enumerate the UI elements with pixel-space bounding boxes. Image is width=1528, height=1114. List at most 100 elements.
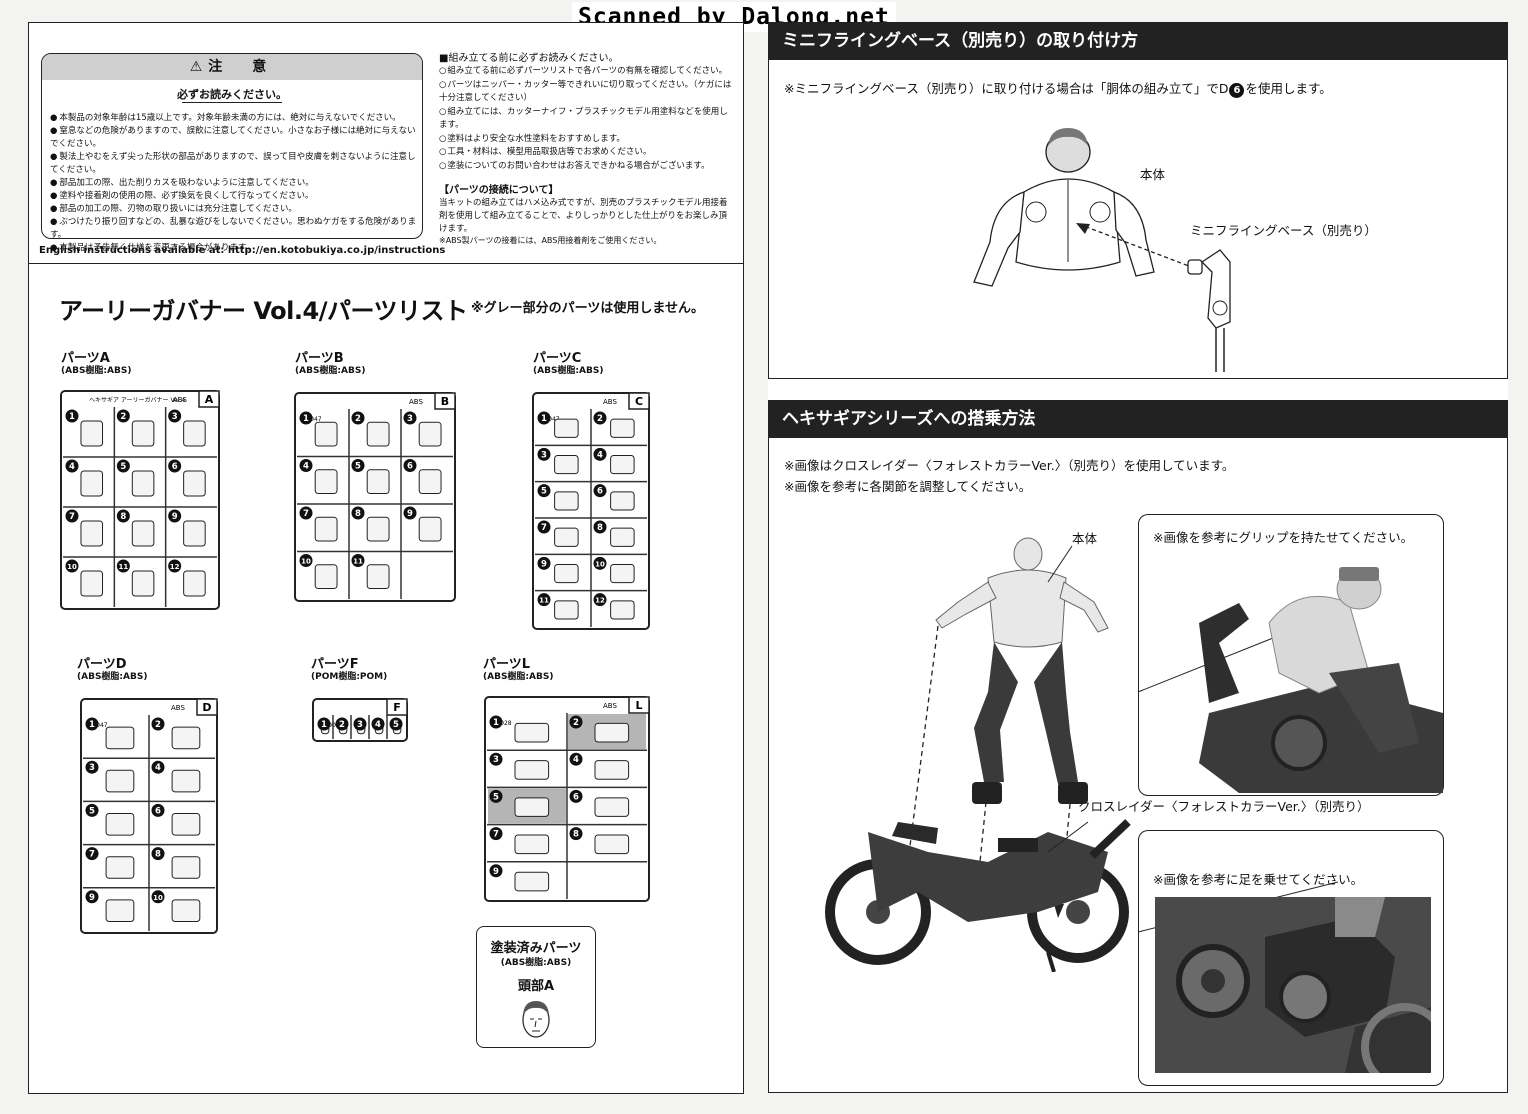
sprue-part [594,834,630,855]
sprue-part [171,856,201,879]
sprue-part [610,564,635,584]
grip-photo-box: ※画像を参考にグリップを持たせてください。 [1138,514,1444,796]
english-instructions-link[interactable]: English instructions available at: http:… [39,245,446,256]
part-number-badge [569,827,583,841]
part-number: 9 [407,509,413,519]
part-number-badge [151,803,165,817]
part-number-badge [151,717,165,731]
part-number-badge [489,715,503,729]
part-number: 4 [303,462,309,472]
sprue-part [554,527,579,547]
sprue-d: DABSHG04712345678910 [79,697,219,935]
part-number-badge [65,409,79,423]
sprue-part [183,420,206,447]
caution-item: 本製品の対象年齢は15歳以上です。対象年齢未満の方には、絶対に与えないでください… [50,112,418,125]
sprue-label-l: パーツL [483,657,531,672]
prep-item: パーツはニッパー・カッター等できれいに切り取ってください。（ケガには十分注意して… [439,79,735,106]
sprue-part [171,812,201,836]
part-number-badge [116,459,130,473]
part-number: 12 [595,597,605,605]
sprue-part [514,722,550,743]
sprue-b: BABSHG0471234567891011 [293,391,457,603]
part-number: 5 [493,792,499,802]
sprue-part [314,469,338,495]
sprue-frame-svg: BABSHG0471234567891011 [294,392,456,602]
prep-item: 組み立てには、カッターナイフ・プラスチックモデル用塗料などを使用します。 [439,106,735,133]
sprue-c: CABSHG047123456789101112 [531,391,651,631]
sprue-part [418,516,442,542]
sprue-letter-tab [628,696,650,714]
sprue-part [594,760,630,780]
part-number-badge [371,717,385,731]
part-number: 5 [120,462,126,472]
caution-sub-rule [182,102,282,103]
sprue-frame-svg: FHG00112345 [312,698,408,742]
part-number: 2 [597,414,603,424]
part-number-badge [85,803,99,817]
part-number: 5 [393,720,399,730]
part-number-badge [489,752,503,766]
part-number: 1 [541,414,547,424]
part-number: 3 [541,450,547,460]
sprue-letter-tab [434,392,456,410]
part-number: 7 [89,850,95,860]
parts-list-title: アーリーガバナー Vol.4/パーツリスト [59,297,468,325]
part-number: 9 [172,512,178,522]
sprue-material-l: (ABS樹脂:ABS) [483,672,554,682]
part-number: 5 [89,806,95,816]
sprue-frame [294,392,456,602]
sprue-material-code: ABS [603,702,617,710]
prep-item: 工具・材料は、模型用品取扱店等でお求めください。 [439,146,735,160]
part-number-badge [537,556,551,570]
part-number-badge [389,717,403,731]
part-number-badge [65,459,79,473]
sprue-material-c: (ABS樹脂:ABS) [533,366,604,376]
part-number-badge [299,554,313,567]
part-number-badge [351,411,365,425]
sprue-part [105,899,135,922]
sprue-material-a: (ABS樹脂:ABS) [61,366,132,376]
sprue-letter-tab [198,390,220,408]
part-number: 12 [170,563,180,571]
sprue-part [314,421,338,447]
sprue-part [105,726,135,750]
sprue-letter-tab [628,392,650,410]
part-number-badge [168,559,182,573]
part-number: 10 [301,558,311,566]
part-number: 4 [69,462,75,472]
section-frame-flying-base [768,60,1508,379]
part-number: 10 [67,563,77,571]
part-number: 11 [539,597,549,605]
sprue-part [80,520,104,547]
sprue-part [80,470,104,497]
section-frame-hexa-gear [768,438,1508,1093]
part-number: 8 [355,509,361,519]
part-number: 9 [541,559,547,569]
sprue-part [183,520,206,547]
section-heading-flying-base: ミニフライングベース（別売り）の取り付け方 [768,22,1508,60]
part-number-badge [569,789,583,803]
hexa-gear-note-2: ※画像を参考に各関節を調整してください。 [784,479,1032,494]
part-number-badge [85,760,99,774]
part-number: 7 [303,509,309,519]
sprue-material-code: ABS [171,704,185,712]
part-number-badge [317,717,331,731]
caution-item: 塗料や接着剤の使用の際、必ず換気を良くして行なってください。 [50,190,418,203]
sprue-letter-tab [386,698,408,716]
part-number: 7 [541,523,547,533]
part-number-badge [351,459,365,472]
sprue-frame [80,698,218,934]
part-number: 3 [407,414,413,424]
part-number: 1 [303,414,309,424]
part-number-badge [489,789,503,803]
caution-item: 部品加工の際、出た削りカスを吸わないように注意してください。 [50,177,418,190]
sprue-part [131,520,155,547]
sprue-letter: F [393,701,401,714]
page-divider [29,263,743,264]
sprue-part [594,797,630,817]
sprue-part [105,812,135,836]
caution-item: 窒息などの危険がありますので、誤飲に注意してください。小さなお子様には絶対に与え… [50,125,418,151]
painted-parts-material: (ABS樹脂:ABS) [500,958,572,968]
sprue-frame-svg: CABSHG047123456789101112 [532,392,650,630]
part-number-badge [537,593,551,607]
